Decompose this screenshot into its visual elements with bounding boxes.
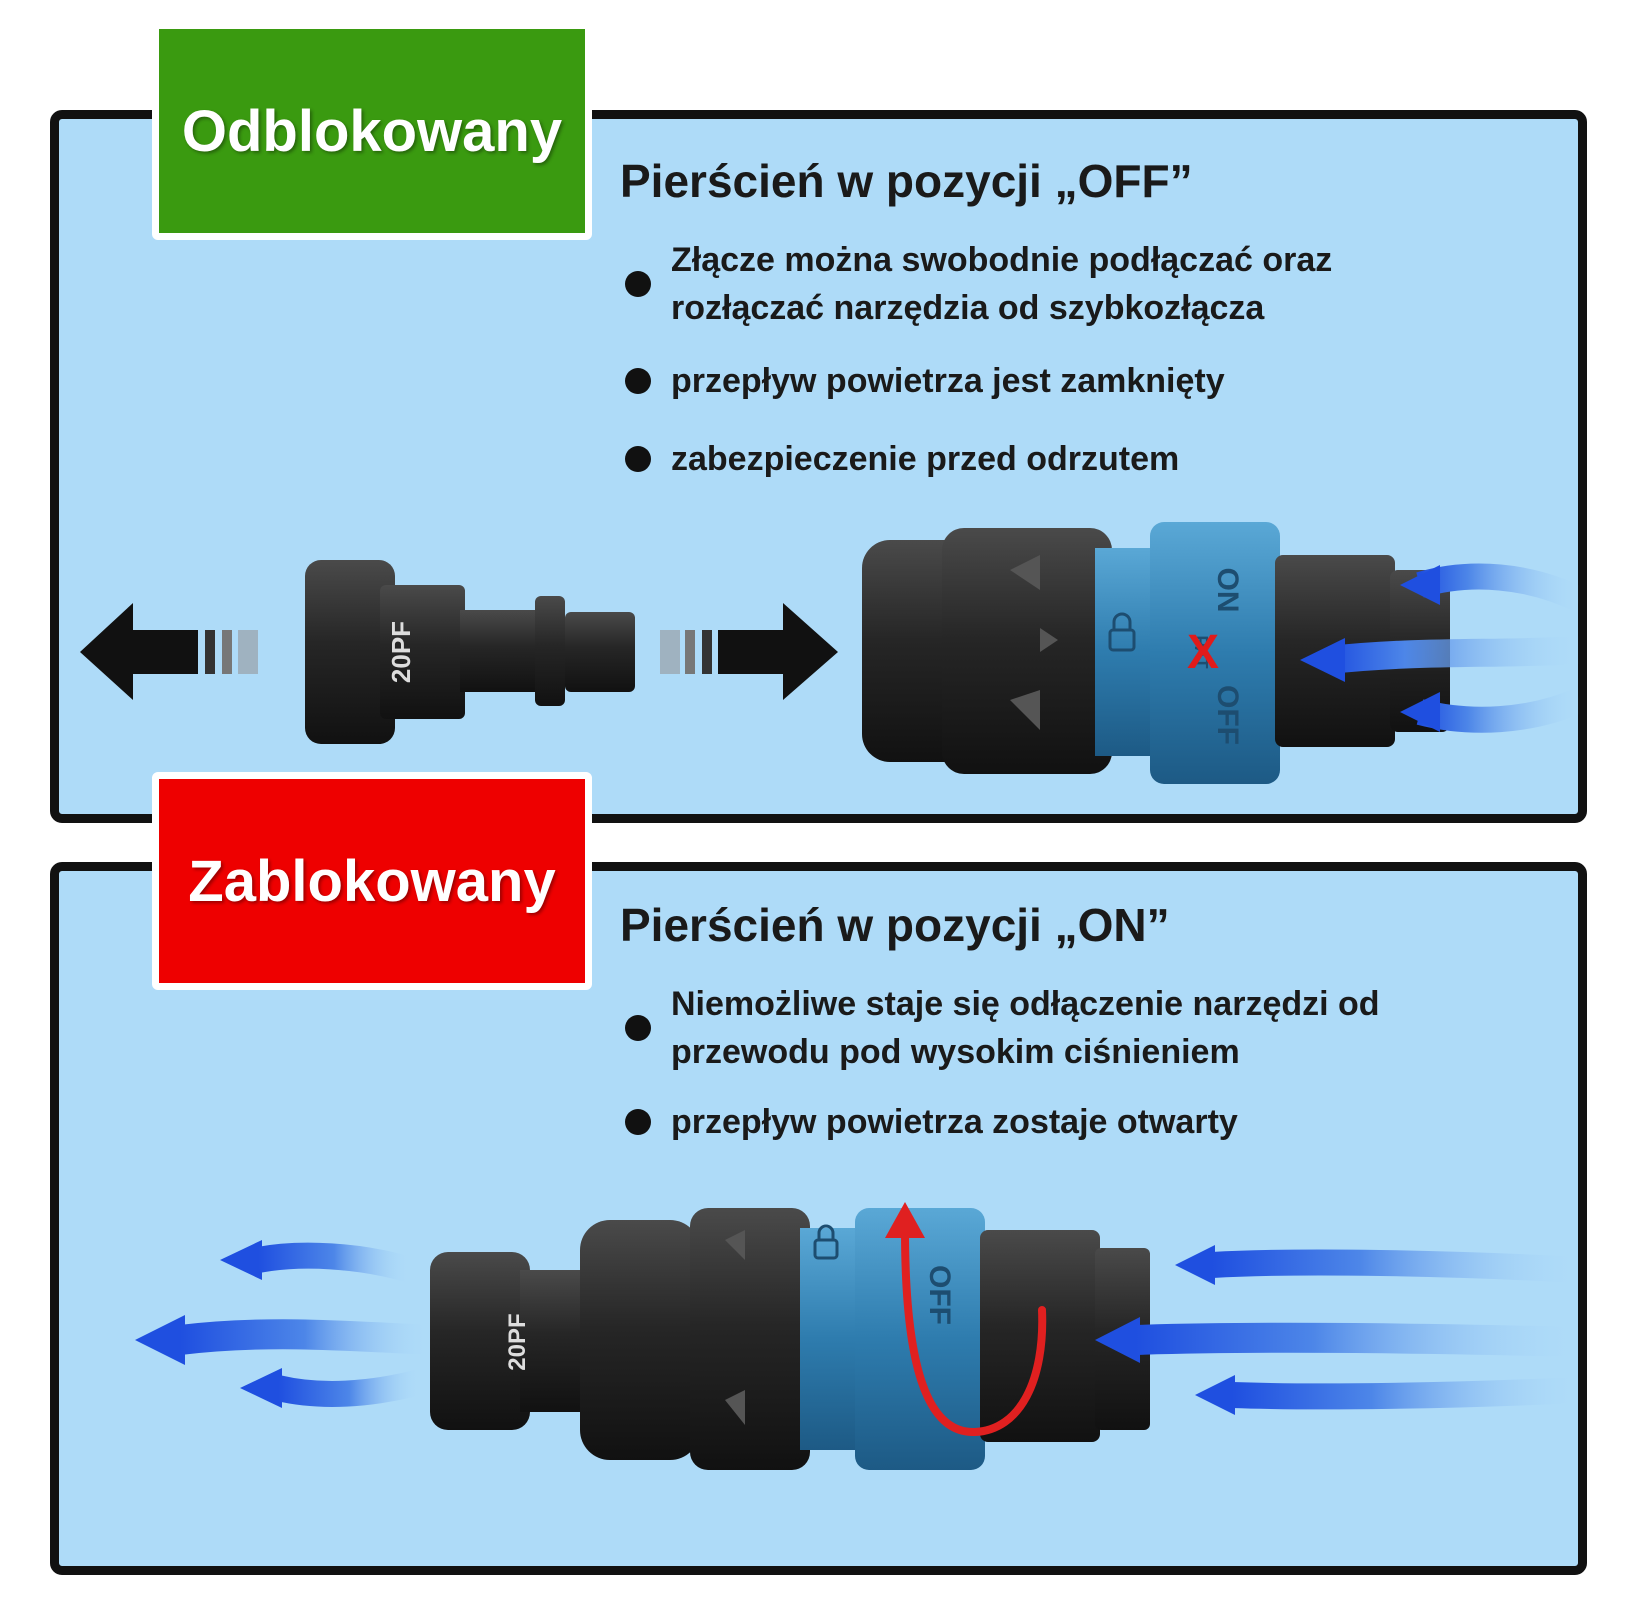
bullet-dot bbox=[625, 446, 651, 472]
bullet-dot bbox=[625, 368, 651, 394]
ring-label-on: ON bbox=[1211, 568, 1244, 613]
unlocked-bullet: Złącze można swobodnie podłączać oraz ro… bbox=[625, 236, 1451, 332]
airflow-arrow-icon bbox=[135, 1240, 431, 1408]
lock-icon bbox=[813, 1224, 839, 1260]
ring-label-off: OFF bbox=[1211, 685, 1244, 745]
plug-marking: 20PF bbox=[504, 1313, 531, 1370]
unlocked-illustration: 20PF ON PAT OFF X bbox=[80, 522, 1586, 784]
bullet-text: Niemożliwe staje się odłączenie narzędzi… bbox=[671, 985, 1380, 1071]
unlocked-bullet: przepływ powietrza jest zamknięty bbox=[625, 357, 1451, 405]
locked-bullet: przepływ powietrza zostaje otwarty bbox=[625, 1098, 1451, 1146]
bullet-text: Złącze można swobodnie podłączać oraz ro… bbox=[671, 241, 1333, 327]
quick-coupler bbox=[862, 522, 1450, 784]
plug-marking: 20PF bbox=[386, 621, 416, 683]
ring-label-pat: PAT bbox=[1191, 635, 1211, 668]
locked-illustration: 20PF OFF bbox=[135, 1202, 1581, 1470]
rotation-arrow-icon bbox=[885, 1202, 1047, 1437]
plug-nipple bbox=[305, 560, 635, 744]
unlocked-bullet: zabezpieczenie przed odrzutem bbox=[625, 435, 1451, 483]
unlocked-badge: Odblokowany bbox=[152, 22, 592, 240]
push-arrow-icon bbox=[660, 603, 838, 700]
lock-icon bbox=[1108, 612, 1136, 652]
bullet-text: przepływ powietrza zostaje otwarty bbox=[671, 1103, 1238, 1141]
locked-bullet: Niemożliwe staje się odłączenie narzędzi… bbox=[625, 980, 1451, 1076]
pull-arrow-icon bbox=[80, 603, 258, 700]
blocked-mark: X bbox=[1187, 626, 1219, 679]
bullet-text: przepływ powietrza jest zamknięty bbox=[671, 362, 1225, 400]
airflow-arrow-icon bbox=[1095, 1245, 1581, 1415]
locked-badge: Zablokowany bbox=[152, 772, 592, 990]
bullet-dot bbox=[625, 271, 651, 297]
bullet-text: zabezpieczenie przed odrzutem bbox=[671, 440, 1180, 478]
airflow-arrow-icon bbox=[1300, 563, 1586, 733]
bullet-dot bbox=[625, 1109, 651, 1135]
unlocked-heading: Pierścień w pozycji „OFF” bbox=[620, 155, 1193, 207]
ring-label-off: OFF bbox=[923, 1265, 956, 1325]
bullet-dot bbox=[625, 1015, 651, 1041]
locked-heading: Pierścień w pozycji „ON” bbox=[620, 899, 1170, 951]
